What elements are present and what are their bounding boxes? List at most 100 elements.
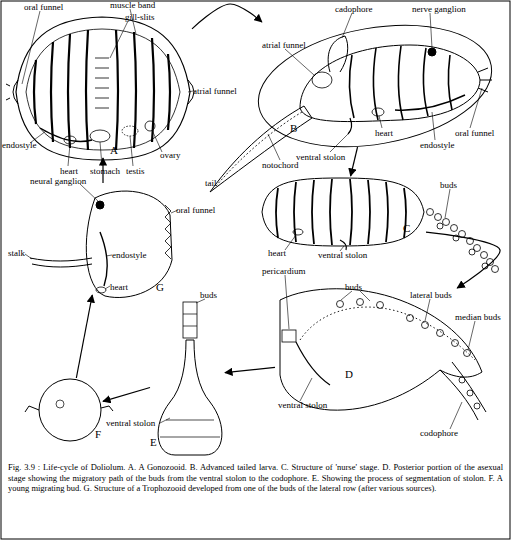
heart [372,108,384,116]
part-label: testis [126,166,145,176]
stage-panel: A [14,16,192,158]
bud [453,235,459,241]
atrial-funnel [312,72,332,88]
part-label: heart [375,128,393,138]
bud [459,231,466,238]
heart [64,136,76,144]
part-label: notochord [262,160,299,170]
codophore [440,362,486,420]
stage-panel: C [258,176,426,248]
gonozooid-drawing [6,17,194,160]
bud [482,263,488,269]
part-label: endostyle [420,140,455,150]
panel-letter: D [345,368,353,380]
bud [492,266,499,273]
median-bud [459,377,465,383]
part-label: buds [200,290,217,300]
lateral-bud [464,350,471,357]
nerve-ganglion [428,48,436,56]
part-label: oral funnel [24,2,63,12]
stage-panel: E [150,298,225,455]
stalk [30,258,92,267]
part-label: median buds [455,312,501,322]
stomach [90,130,110,142]
bud-rudiment [56,400,64,408]
lifecycle-arrow [103,388,150,402]
part-label: endostyle [2,140,37,150]
lifecycle-arrow [102,158,103,183]
panel-letter: B [290,122,297,134]
part-label: pericardium [262,266,305,276]
part-label: buds [345,282,362,292]
lifecycle-arrow [426,232,500,288]
bud-segment [183,302,197,338]
ventral-stolon [158,340,222,455]
bud [337,301,344,308]
ventral-stolon [296,342,330,385]
body-outline [26,29,180,150]
heart [96,287,106,293]
part-label: oral funnel [455,128,494,138]
endostyle [40,128,92,142]
oral-funnel [165,205,171,259]
part-label: neural ganglion [30,176,86,186]
notochord [216,112,302,186]
median-bud [474,403,480,409]
part-label: lateral buds [410,290,452,300]
test-outline [249,8,502,163]
part-label: endostyle [112,250,147,260]
bud [357,299,364,306]
part-label: ventral stolon [296,152,345,162]
bud [443,219,450,226]
lateral-bud [452,340,459,347]
part-label: muscle band [110,0,155,10]
bud [469,249,475,255]
bud [481,252,488,259]
part-label: buds [440,180,457,190]
panel-letter: A [110,144,118,156]
oral-funnel [6,80,18,104]
endostyle [100,232,107,286]
bud [467,238,474,245]
part-label: ventral stolon [106,418,155,428]
neural-ganglion [96,201,104,209]
lifecycle-arrow [225,367,275,372]
bud [427,209,434,216]
part-label: heart [110,282,128,292]
stage-panel: F [37,378,103,444]
part-label: codophore [420,428,458,438]
part-label: ovary [160,150,181,160]
oral-funnel [478,68,492,92]
lateral-bud [407,315,414,322]
part-label: oral funnel [176,205,215,215]
endostyle [395,95,465,110]
heart [293,229,303,235]
part-label: gill-slits [125,12,155,22]
bud [435,214,442,221]
part-label: ventral stolon [278,400,327,410]
panel-letter: E [150,436,157,448]
part-label: ventral stolon [318,250,367,260]
bud-stalk [25,406,113,412]
part-label: stalk [8,248,25,258]
stage-panel: G [38,183,168,295]
median-bud [467,390,473,396]
part-label: atrial funnel [262,40,306,50]
lifecycle-arrow [351,147,358,176]
ventral-stolon [340,240,346,250]
bud [437,223,443,229]
testis [122,126,138,136]
part-label: heart [60,166,78,176]
ventral-stolon [348,118,352,134]
cadophore [328,36,348,72]
part-label: cadophore [335,4,372,14]
stolon-drawing [158,302,222,455]
muscle-bands [276,179,406,245]
body-outline [280,289,482,410]
bud [451,225,458,232]
muscle-bands [349,46,452,120]
lateral-bud [422,322,429,329]
body-outline [86,191,172,297]
